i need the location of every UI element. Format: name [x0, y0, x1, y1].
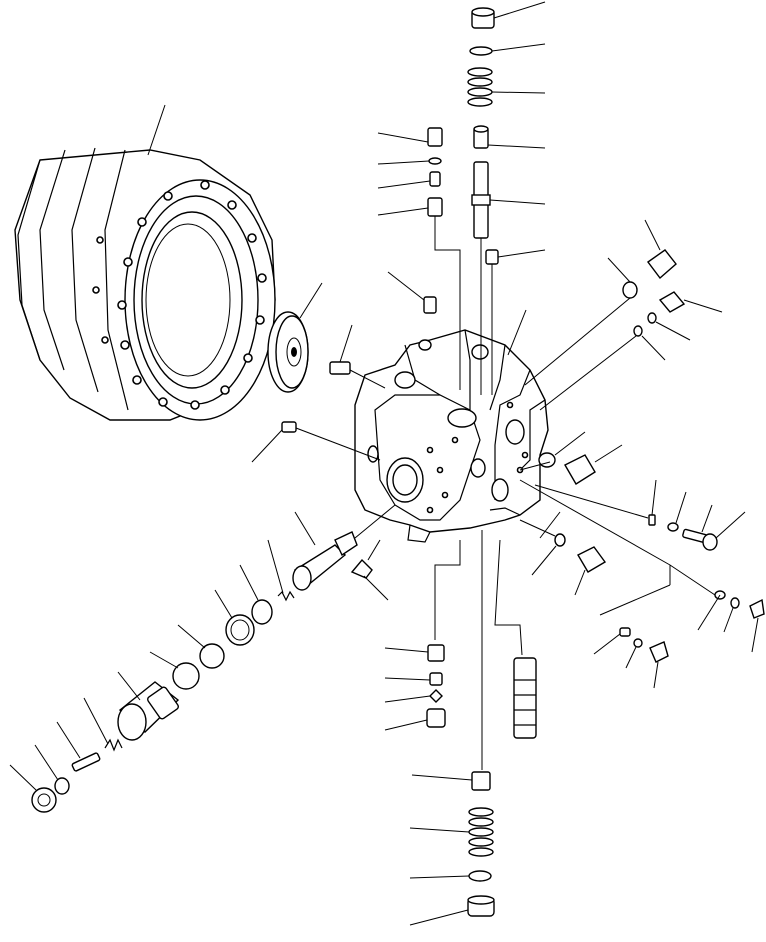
side-plug [329, 324, 386, 389]
left-diagonal-part-chain [9, 504, 396, 813]
long-pin [251, 421, 381, 463]
upper-part-stack [467, 1, 546, 395]
rim-bolt-holes [92, 180, 267, 410]
right-side-parts [519, 219, 765, 689]
callout-leader [147, 104, 166, 156]
final-drive-housing [14, 104, 276, 421]
upper-left-part-stack [377, 127, 461, 390]
callout-leader [507, 309, 527, 356]
motor-valve-body [354, 329, 549, 543]
callout-leader [299, 282, 323, 319]
relief-valve [494, 511, 561, 739]
cover-disc [267, 282, 323, 393]
lower-fitting [350, 539, 389, 601]
lower-part-stack [384, 530, 495, 926]
